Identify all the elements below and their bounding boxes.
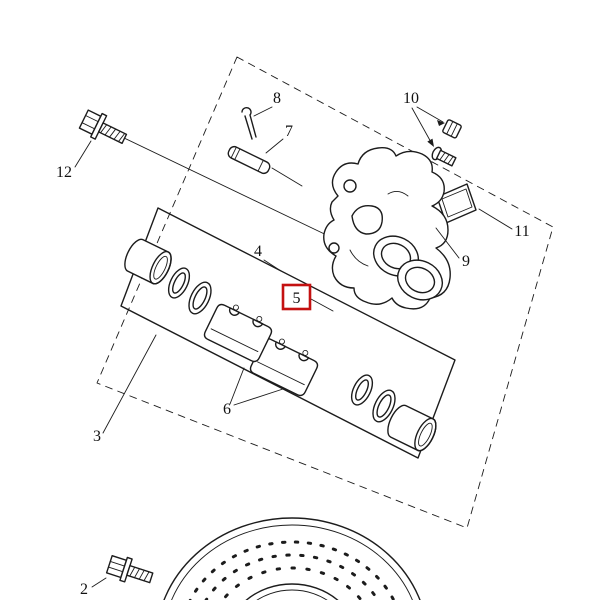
part-label-3[interactable]: 3 — [93, 428, 101, 445]
part-label-6[interactable]: 6 — [223, 401, 231, 418]
piston-right — [387, 404, 437, 452]
clip-8 — [241, 106, 257, 140]
seal-ring-right-2 — [372, 389, 396, 423]
seal-ring-right-1 — [350, 374, 374, 406]
bolt-12 — [78, 109, 128, 145]
piston-left — [124, 238, 172, 285]
leader-lines — [74, 106, 513, 588]
seal-ring-left-1 — [167, 267, 191, 299]
bolt-2 — [105, 554, 154, 584]
pin-axis-line — [271, 167, 303, 187]
part-label-9[interactable]: 9 — [462, 253, 470, 270]
bleed-cap-10 — [442, 119, 462, 139]
part-label-7[interactable]: 7 — [285, 123, 293, 140]
slide-pin-7 — [227, 145, 271, 175]
selected-part-highlight — [281, 283, 312, 311]
bolt-axis-line — [121, 136, 338, 241]
bleed-screw-10 — [431, 146, 457, 167]
brake-pad-a — [203, 303, 273, 363]
part-label-5[interactable]: 5 — [293, 290, 301, 307]
brake-disc — [163, 517, 421, 600]
seal-ring-left-2 — [188, 281, 212, 315]
caliper-body — [323, 146, 451, 310]
part-label-8[interactable]: 8 — [273, 90, 281, 107]
part-label-10[interactable]: 10 — [403, 90, 419, 107]
part-label-2[interactable]: 2 — [80, 581, 88, 598]
part-label-11[interactable]: 11 — [514, 223, 529, 240]
assembly-boundary-outline — [96, 56, 554, 529]
part-label-4[interactable]: 4 — [254, 243, 262, 260]
part-label-12[interactable]: 12 — [56, 164, 72, 181]
